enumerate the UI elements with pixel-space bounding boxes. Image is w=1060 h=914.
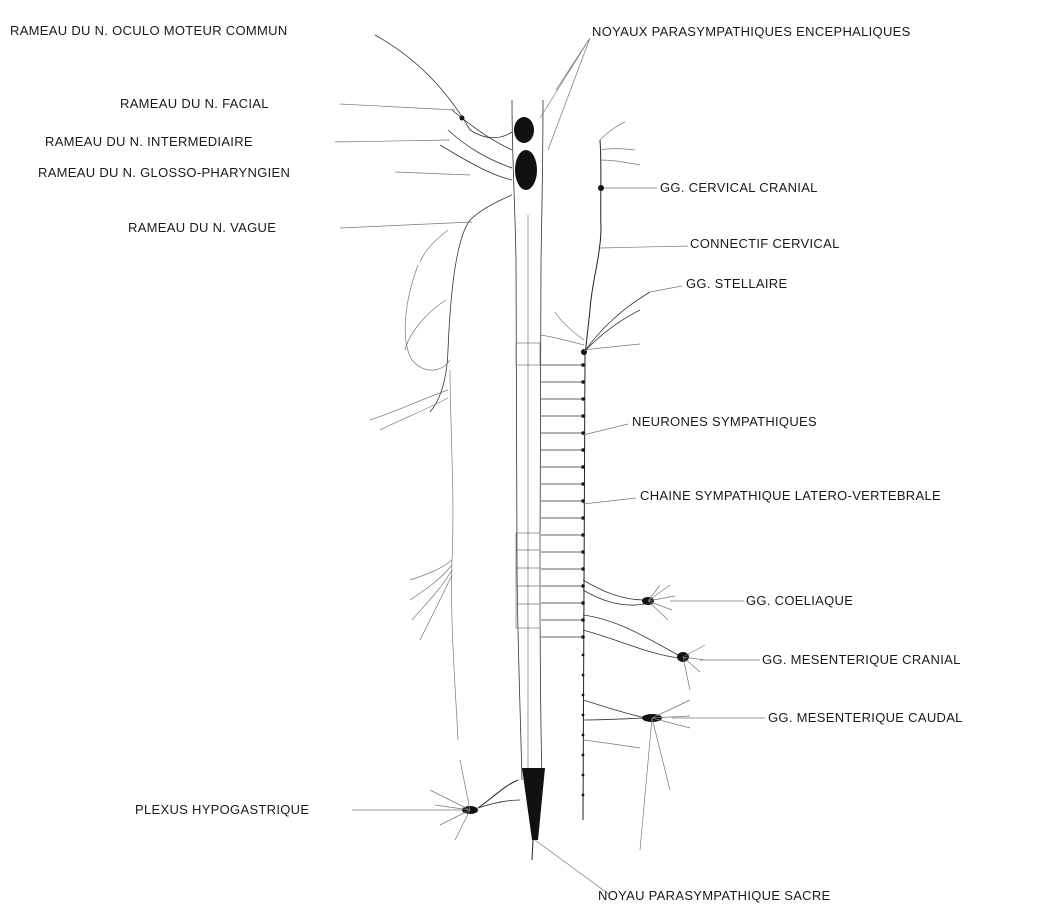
label-gg-mesenterique-cranial: GG. MESENTERIQUE CRANIAL xyxy=(762,652,961,667)
sympathetic-chain xyxy=(581,140,604,820)
label-gg-cervical-cranial: GG. CERVICAL CRANIAL xyxy=(660,180,818,195)
label-rameau-intermediaire: RAMEAU DU N. INTERMEDIAIRE xyxy=(45,134,253,149)
nucleus-blob-lower xyxy=(515,150,537,190)
chain-ganglion-dot xyxy=(582,694,585,697)
label-gg-mesenterique-caudal: GG. MESENTERIQUE CAUDAL xyxy=(768,710,963,725)
label-rameau-vague: RAMEAU DU N. VAGUE xyxy=(128,220,276,235)
chain-ganglion-dot xyxy=(582,774,585,777)
label-noyaux-parasympathiques: NOYAUX PARASYMPATHIQUES ENCEPHALIQUES xyxy=(592,24,911,39)
nucleus-blob-upper xyxy=(514,117,534,143)
label-noyau-parasympathique-sacre: NOYAU PARASYMPATHIQUE SACRE xyxy=(598,888,831,903)
label-plexus-hypogastrique: PLEXUS HYPOGASTRIQUE xyxy=(135,802,309,817)
chain-ganglion-dot xyxy=(582,754,585,757)
label-connectif-cervical: CONNECTIF CERVICAL xyxy=(690,236,840,251)
label-gg-stellaire: GG. STELLAIRE xyxy=(686,276,787,291)
label-neurones-sympathiques: NEURONES SYMPATHIQUES xyxy=(632,414,817,429)
segmental-rungs xyxy=(541,365,583,637)
abdominal-ganglia xyxy=(583,580,705,850)
label-rameau-glosso-pharyngien: RAMEAU DU N. GLOSSO-PHARYNGIEN xyxy=(38,165,290,180)
chain-ganglion-dot xyxy=(582,734,585,737)
labels: RAMEAU DU N. OCULO MOTEUR COMMUN NOYAUX … xyxy=(10,23,963,903)
leader-lines xyxy=(335,38,765,895)
spinal-cord xyxy=(512,100,543,780)
sacral-nucleus-shape xyxy=(522,768,545,840)
label-gg-coeliaque: GG. COELIAQUE xyxy=(746,593,853,608)
cervical-branches xyxy=(540,122,650,352)
hypogastric-plexus xyxy=(430,760,520,840)
label-chaine-sympathique: CHAINE SYMPATHIQUE LATERO-VERTEBRALE xyxy=(640,488,941,503)
chain-ganglion-dot xyxy=(582,794,585,797)
label-rameau-facial: RAMEAU DU N. FACIAL xyxy=(120,96,269,111)
chain-ganglion-dot xyxy=(582,714,585,717)
chain-ganglion-dot xyxy=(582,654,585,657)
label-rameau-oculo-moteur: RAMEAU DU N. OCULO MOTEUR COMMUN xyxy=(10,23,288,38)
chain-ganglion-dot xyxy=(582,674,585,677)
